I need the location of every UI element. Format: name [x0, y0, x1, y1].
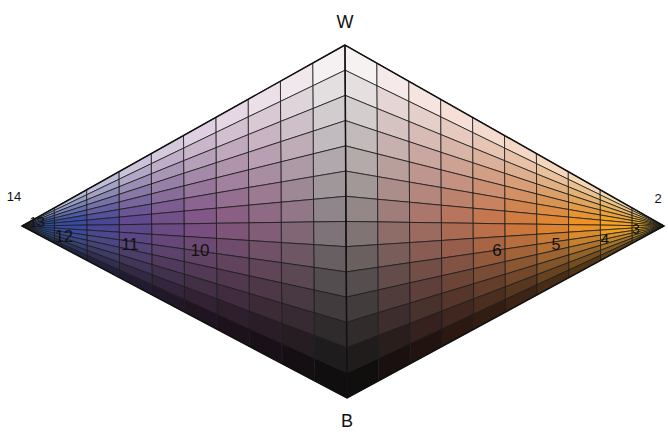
color-cell	[441, 205, 473, 223]
step-number: 5	[552, 237, 561, 253]
color-cell	[346, 222, 378, 247]
color-cell	[569, 217, 601, 225]
step-number: 2	[654, 192, 661, 205]
color-cell	[537, 214, 569, 225]
color-cell	[409, 182, 441, 205]
color-cell	[410, 202, 442, 223]
color-cell	[442, 314, 474, 346]
solid-outline	[22, 45, 664, 398]
color-cell	[314, 196, 347, 222]
step-number: 11	[121, 236, 139, 253]
color-cell	[346, 196, 378, 222]
color-cell	[505, 285, 537, 312]
color-cell	[346, 171, 378, 199]
step-number: 12	[55, 229, 73, 245]
step-number: 10	[191, 242, 210, 259]
color-cell	[249, 182, 282, 205]
color-cell	[216, 188, 249, 209]
color-cell	[282, 343, 315, 380]
step-number: 3	[632, 222, 640, 236]
color-cell	[473, 223, 505, 238]
color-cell	[379, 343, 411, 380]
color-cell	[217, 314, 250, 346]
step-number: 14	[7, 190, 21, 203]
color-cell	[441, 188, 473, 209]
color-cell	[281, 177, 314, 203]
color-cell	[249, 202, 282, 223]
color-cell	[378, 199, 410, 222]
step-number: 6	[492, 242, 501, 259]
gray-axis	[345, 45, 347, 398]
color-cell	[281, 222, 314, 245]
color-cell	[347, 358, 379, 398]
color-cell	[216, 205, 249, 223]
color-cell	[410, 329, 442, 364]
color-cell	[281, 199, 314, 222]
color-cell	[184, 208, 217, 224]
color-cell	[216, 223, 249, 241]
color-cell	[314, 222, 347, 247]
color-cell	[87, 217, 119, 225]
color-cell	[249, 222, 281, 242]
color-cell	[378, 177, 410, 203]
color-cell	[120, 270, 153, 295]
pole-label: B	[341, 412, 353, 430]
color-cell	[505, 211, 537, 224]
color-cell	[378, 222, 410, 245]
color-cell	[119, 214, 151, 225]
step-number: 13	[29, 215, 45, 229]
color-cell	[473, 208, 505, 224]
color-cell	[184, 223, 217, 238]
color-cell	[313, 171, 346, 199]
color-cell	[410, 222, 442, 242]
pole-label: W	[337, 13, 354, 31]
color-cell	[537, 270, 569, 295]
color-cell	[152, 211, 185, 224]
color-cell	[152, 285, 185, 312]
color-cell	[314, 358, 347, 398]
color-cell	[441, 223, 473, 241]
color-cell	[249, 329, 282, 364]
step-number: 4	[601, 231, 609, 246]
